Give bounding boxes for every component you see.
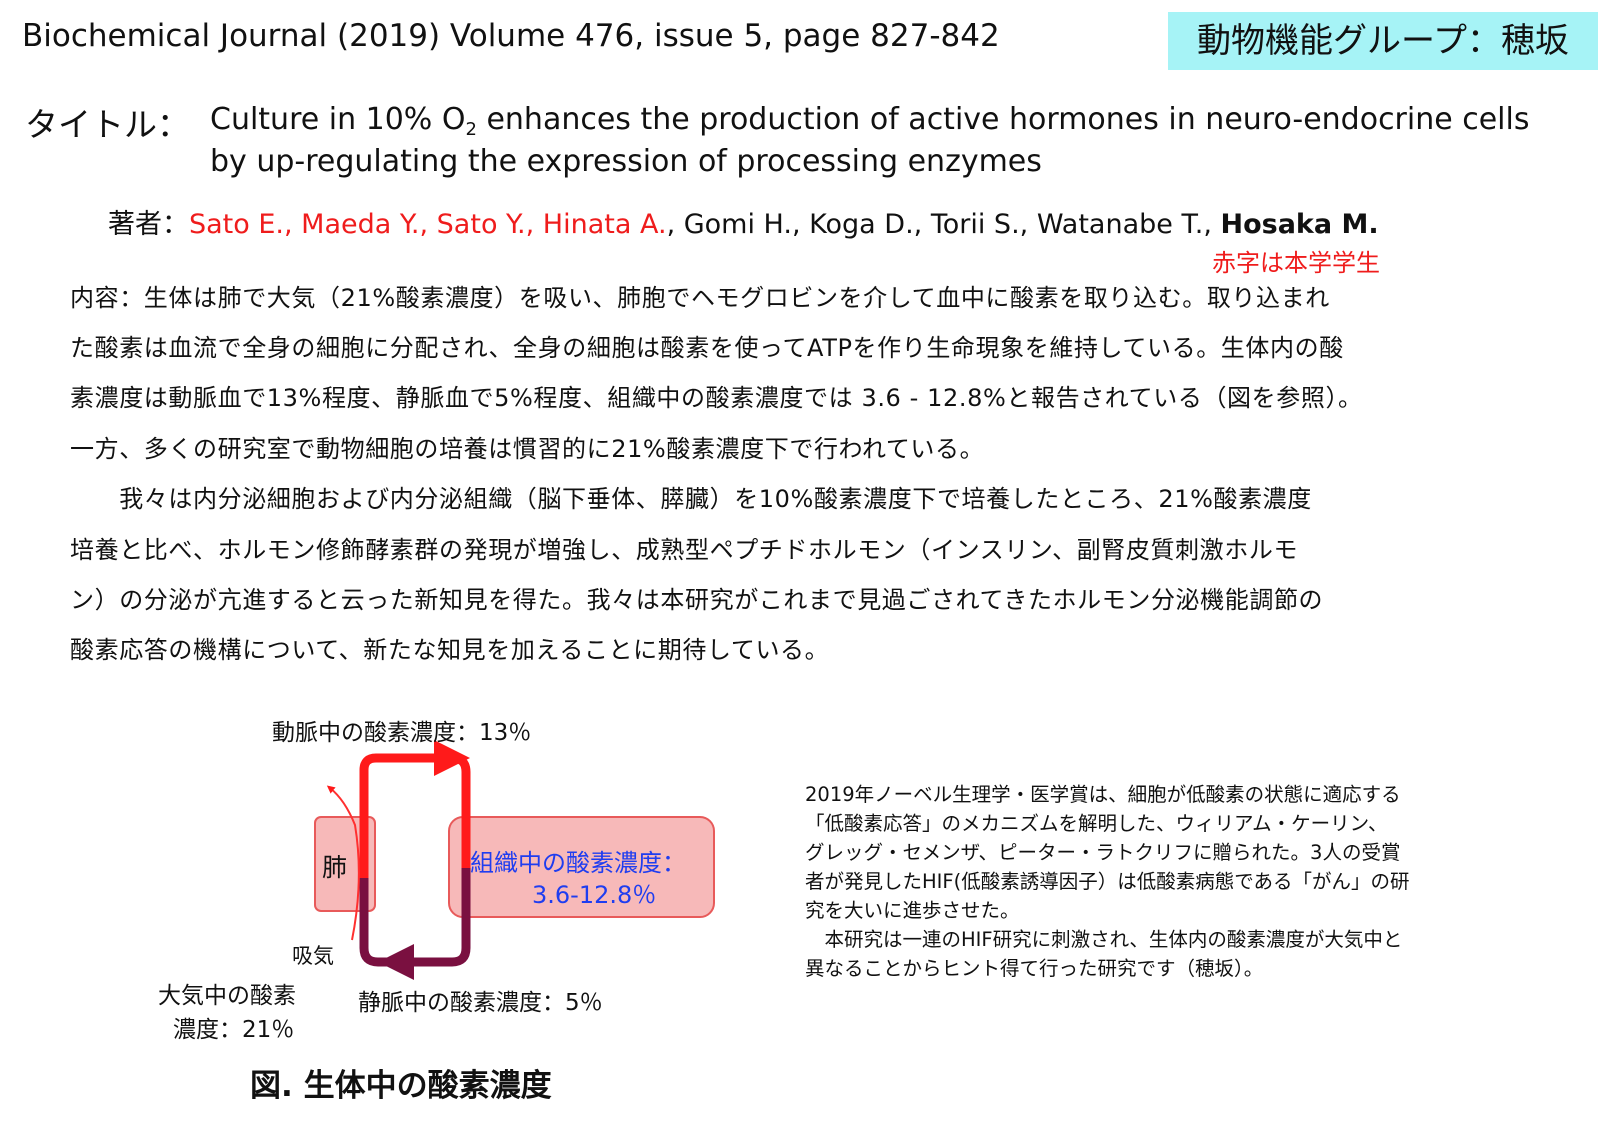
paper-title-line-1: Culture in 10% O2 enhances the productio… xyxy=(210,102,1530,140)
lead-author: Hosaka M. xyxy=(1220,209,1379,240)
inhale-label: 吸気 xyxy=(292,944,334,968)
student-note: 赤字は本学学生 xyxy=(1212,249,1380,277)
content-line: た酸素は血流で全身の細胞に分配され、全身の細胞は酸素を使ってATPを作り生命現象… xyxy=(70,334,1344,362)
title-subscript: 2 xyxy=(465,119,477,140)
title-text-pre: Culture in 10% O xyxy=(210,102,466,137)
author-list: 著者：Sato E., Maeda Y., Sato Y., Hinata A.… xyxy=(108,202,1379,241)
tissue-box xyxy=(448,816,715,918)
journal-citation: Biochemical Journal (2019) Volume 476, i… xyxy=(22,18,1000,54)
tissue-label-line-2: 3.6-12.8％ xyxy=(532,881,657,909)
student-authors: Sato E., Maeda Y., Sato Y., Hinata A. xyxy=(189,209,667,240)
content-line: 培養と比べ、ホルモン修飾酵素群の発現が増強し、成熟型ペプチドホルモン（インスリン… xyxy=(70,536,1299,564)
content-line: 酸素応答の機構について、新たな知見を加えることに期待している。 xyxy=(70,636,830,664)
venous-label: 静脈中の酸素濃度：5％ xyxy=(358,990,603,1016)
sidebar-line: 本研究は一連のHIF研究に刺激され、生体内の酸素濃度が大気中と xyxy=(805,928,1403,951)
group-badge: 動物機能グループ：穂坂 xyxy=(1168,12,1598,70)
other-authors: Gomi H., Koga D., Torii S., Watanabe T., xyxy=(683,209,1221,240)
inhalation-arrow xyxy=(326,785,360,941)
sidebar-line: 2019年ノーベル生理学・医学賞は、細胞が低酸素の状態に適応する xyxy=(805,783,1401,806)
title-label: タイトル： xyxy=(25,105,190,144)
content-line: ン）の分泌が亢進すると云った新知見を得た。我々は本研究がこれまで見過ごされてきた… xyxy=(70,586,1324,614)
content-line: 我々は内分泌細胞および内分泌組織（脳下垂体、膵臓）を10%酸素濃度下で培養したと… xyxy=(70,485,1312,513)
tissue-label-line-1: 組織中の酸素濃度： xyxy=(470,849,686,877)
sidebar-line: 異なることからヒント得て行った研究です（穂坂）。 xyxy=(805,957,1264,980)
paper-title-line-2: by up-regulating the expression of proce… xyxy=(210,144,1042,179)
lung-label: 肺 xyxy=(322,853,348,882)
authors-separator: , xyxy=(666,209,684,240)
atmosphere-label-line-2: 濃度：21％ xyxy=(173,1017,295,1043)
content-line: 内容：生体は肺で大気（21%酸素濃度）を吸い、肺胞でヘモグロビンを介して血中に酸… xyxy=(70,284,1330,312)
figure-caption: 図. 生体中の酸素濃度 xyxy=(250,1068,552,1104)
sidebar-line: 「低酸素応答」のメカニズムを解明した、ウィリアム・ケーリン、 xyxy=(805,812,1388,835)
arterial-label: 動脈中の酸素濃度：13％ xyxy=(272,720,532,746)
sidebar-line: グレッグ・セメンザ、ピーター・ラトクリフに贈られた。3人の受賞 xyxy=(805,841,1401,864)
sidebar-line: 究を大いに進歩させた。 xyxy=(805,899,1020,922)
title-text-post: enhances the production of active hormon… xyxy=(476,102,1530,137)
content-line: 素濃度は動脈血で13%程度、静脈血で5%程度、組織中の酸素濃度では 3.6 - … xyxy=(70,384,1363,412)
content-line: 一方、多くの研究室で動物細胞の培養は慣習的に21%酸素濃度下で行われている。 xyxy=(70,435,985,463)
authors-label: 著者： xyxy=(108,209,189,240)
sidebar-line: 者が発見したHIF(低酸素誘導因子）は低酸素病態である「がん」の研 xyxy=(805,870,1410,893)
atmosphere-label-line-1: 大気中の酸素 xyxy=(158,983,296,1009)
